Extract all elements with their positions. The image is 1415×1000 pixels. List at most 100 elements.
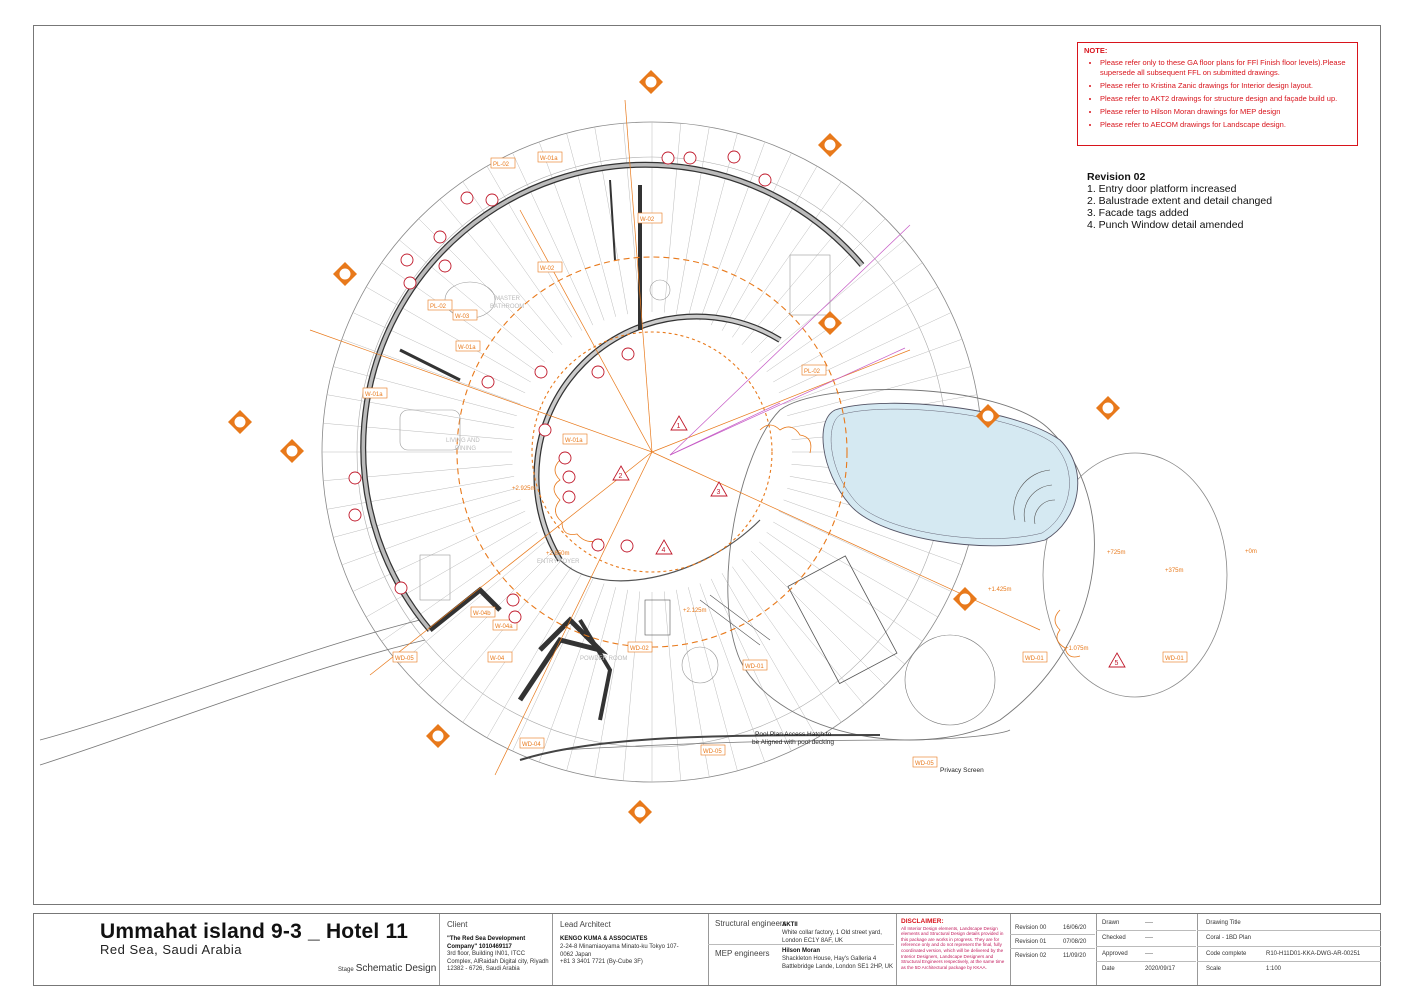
section-marker: [433, 230, 447, 244]
deck-radial-line: [439, 559, 563, 705]
section-marker: [534, 365, 548, 379]
window-tag: WD-05: [915, 761, 934, 767]
section-marker: [591, 538, 605, 552]
architect-address: 2-24-8 Minamiaoyama Minato-ku Tokyo 107-…: [560, 944, 679, 958]
deck-radial-line: [778, 312, 952, 394]
client-heading: Client: [447, 920, 468, 929]
sign-label: Date: [1102, 966, 1115, 972]
revision-triangle-number: 4: [662, 547, 666, 554]
architect-phone: +81 3 3401 7721 (By-Cube 3F): [560, 959, 643, 965]
deck-radial-line: [418, 550, 554, 686]
deck-radial-line: [326, 476, 515, 510]
section-marker: [348, 471, 362, 485]
window-tag: W-04a: [495, 624, 513, 630]
elevation-marker: [628, 800, 652, 824]
section-marker: [348, 508, 362, 522]
window-tag-box: [487, 651, 513, 663]
divider: [1197, 930, 1381, 931]
revision-triangle: [612, 465, 630, 481]
pool-hatch-label-2: be Aligned with pool decking: [752, 739, 834, 746]
section-marker: [438, 259, 452, 273]
elevation-marker: [976, 404, 1000, 428]
window-tags: PL-02PL-02PL-02W-01aW-01aW-01aW-01aW-02W…: [362, 151, 1188, 768]
deck-radial-line: [773, 521, 938, 618]
deck-radial-line: [566, 133, 617, 317]
divider: [1010, 934, 1095, 935]
sign-label: Drawn: [1102, 920, 1120, 926]
floor-plan-drawing: PL-02PL-02PL-02W-01aW-01aW-01aW-01aW-02W…: [39, 70, 1257, 824]
sign-value: ----: [1145, 920, 1153, 926]
deck-radial-line: [462, 181, 572, 338]
window-tag-box: [1162, 651, 1188, 663]
section-marker: [481, 375, 495, 389]
pool-water: [822, 402, 1079, 547]
note-box: NOTE: Please refer only to these GA floo…: [1077, 42, 1358, 146]
window-tag: PL-02: [804, 369, 821, 375]
elevation-marker: [818, 133, 842, 157]
section-marker: [506, 593, 520, 607]
section-marker: [508, 610, 522, 624]
deck-radial-line: [333, 366, 517, 417]
level-label: +725m: [1107, 550, 1126, 556]
deck-radial-line: [750, 550, 886, 686]
revision-notes: Revision 02 1. Entry door platform incre…: [1087, 171, 1272, 231]
deck-radial-line: [352, 510, 526, 592]
level-label: +1.425m: [988, 587, 1012, 593]
deck-radial-line: [333, 487, 517, 538]
deck-radial-line: [341, 338, 521, 405]
deck-radial-line: [783, 338, 963, 405]
deck-radial-line: [741, 559, 865, 705]
window-tag-box: [742, 659, 768, 671]
divider: [1096, 946, 1196, 947]
section-marker: [621, 347, 635, 361]
revision-triangle-number: 2: [619, 473, 623, 480]
deck-radial-line: [622, 591, 641, 781]
level-label: +2.125m: [683, 608, 707, 614]
deck-radial-line: [687, 587, 738, 771]
window-tag-box: [490, 157, 516, 169]
window-tag: WD-05: [703, 749, 722, 755]
section-marker: [460, 191, 474, 205]
window-tag-box: [452, 309, 478, 321]
revision-triangle: [670, 415, 688, 431]
window-tag-box: [1022, 651, 1048, 663]
deck-radial-line: [676, 126, 710, 315]
drawing-title: Coral - 1BD Plan: [1206, 935, 1252, 941]
window-tag-box: [427, 299, 453, 311]
section-marker: [727, 150, 741, 164]
divider: [1010, 948, 1095, 949]
revision-date: 11/09/20: [1063, 953, 1086, 959]
window-tag-box: [562, 433, 588, 445]
divider: [1197, 914, 1198, 985]
planting-clouds: [553, 424, 1081, 658]
section-marker: [683, 151, 697, 165]
level-label: +0m: [1245, 549, 1257, 555]
divider: [1096, 914, 1097, 985]
window-tag: W-04: [490, 656, 505, 662]
window-tag: PL-02: [430, 304, 447, 310]
window-tag: WD-01: [1165, 656, 1184, 662]
window-tag: W-02: [640, 217, 655, 223]
pool-hatch-label: Pool Plan Access Hatch to: [755, 731, 832, 738]
elevation-marker: [1096, 396, 1120, 420]
divider: [1197, 961, 1381, 962]
deck-radial-line: [323, 422, 513, 441]
section-marker: [403, 276, 417, 290]
deck-radial-line: [439, 199, 563, 345]
revision-item: 4. Punch Window detail amended: [1087, 219, 1244, 231]
elevation-markers: [228, 70, 1120, 824]
setout-circles: [456, 256, 848, 648]
window-tag: W-01a: [365, 392, 383, 398]
window-tag-box: [519, 737, 545, 749]
plan-labels: Pool Plan Access Hatch to be Aligned wit…: [446, 296, 1257, 774]
mep-name: Hilson Moran: [782, 948, 821, 954]
window-tag: WD-05: [395, 656, 414, 662]
deck-radial-line: [486, 573, 583, 738]
project-title: Ummahat island 9-3 _ Hotel 11: [100, 920, 409, 943]
deck-radial-line: [566, 587, 617, 771]
revision-triangle-number: 5: [1115, 660, 1119, 667]
section-marker: [558, 451, 572, 465]
deck-radial-line: [399, 541, 545, 665]
note-item: Please refer to Hilson Moran drawings fo…: [1100, 107, 1351, 117]
